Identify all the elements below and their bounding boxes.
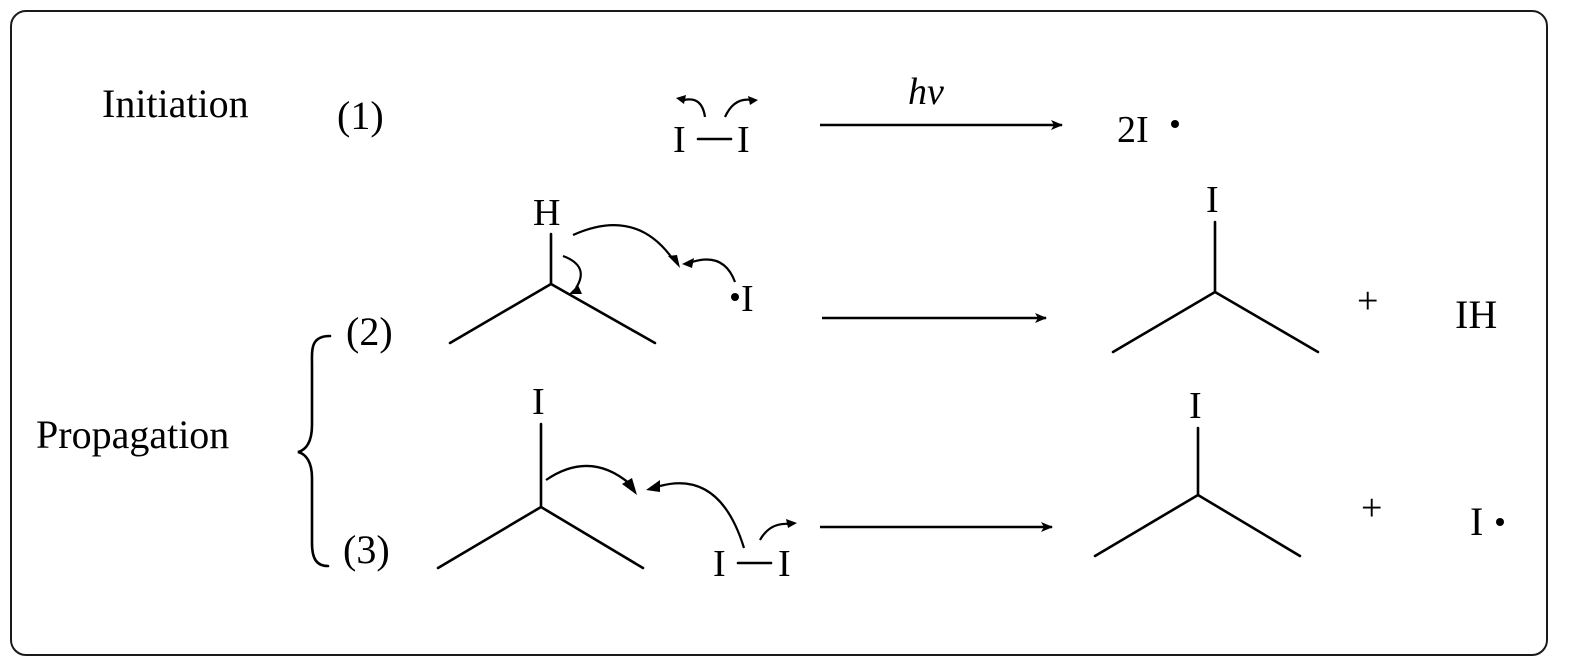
r3-skeleton (436, 505, 645, 570)
step-2-number: (2) (346, 309, 393, 354)
reaction-3: I I I I + I (436, 381, 1504, 585)
r1-iodine-left: I (673, 119, 686, 161)
r2-radical-dot (731, 293, 739, 301)
step-1-number: (1) (337, 93, 384, 138)
r2-iodine-radical: I (741, 278, 754, 320)
r2-h-transfer-arrow (572, 224, 673, 259)
r3-reactant-iodine-left: I (713, 543, 726, 585)
r3-product-skeleton (1093, 493, 1302, 558)
step-3-number: (3) (343, 527, 390, 572)
r2-bond-fishhook (562, 254, 582, 289)
r2-byproduct: IH (1455, 292, 1497, 337)
r3-product-iodine: I (1189, 385, 1202, 427)
propagation-brace (297, 334, 332, 568)
r1-radical-dot (1171, 120, 1179, 128)
r3-reactant-iodine-right: I (778, 543, 791, 585)
r1-product: 2I (1117, 109, 1149, 151)
r3-product-radical: I (1470, 499, 1483, 544)
r3-radical-dot (1496, 518, 1504, 526)
r2-plus: + (1357, 280, 1378, 322)
r1-iodine-right: I (737, 119, 750, 161)
r3-iodine: I (532, 381, 545, 423)
propagation-label: Propagation (36, 412, 229, 457)
r3-plus: + (1361, 487, 1382, 529)
r1-condition: hν (908, 71, 944, 113)
reaction-2: H I I + IH (448, 179, 1497, 354)
r1-fishhook-arrows (676, 95, 758, 118)
r2-product-iodine: I (1206, 179, 1219, 221)
r2-product-skeleton (1111, 290, 1320, 354)
r3-bond-arrow (545, 464, 631, 485)
r3-fishhook (759, 522, 791, 541)
r2-propane-skeleton (448, 282, 657, 345)
reaction-1: I I hν 2I (673, 71, 1179, 161)
r3-ii-bond-arrow (659, 482, 746, 549)
scheme-frame (10, 10, 1548, 656)
initiation-label: Initiation (102, 81, 249, 126)
r2-radical-arrow (691, 258, 737, 283)
r2-hydrogen: H (533, 192, 560, 234)
